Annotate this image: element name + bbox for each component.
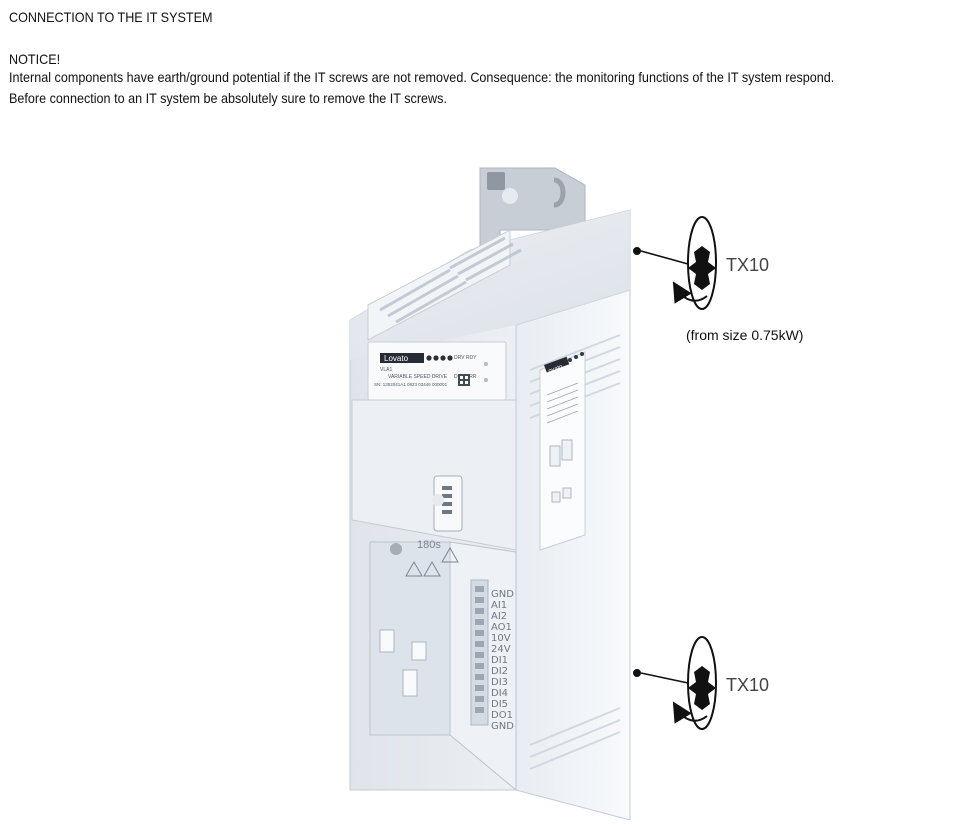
front-label-panel: Lovato DRV RDY DRV ERR VLA1 VARIABLE SPE…	[367, 341, 507, 401]
terminal-label: DI4	[491, 688, 508, 699]
terminal-label: 10V	[491, 633, 511, 644]
notice-text-line-1: Internal components have earth/ground po…	[9, 69, 835, 85]
terminal-label: DI5	[491, 699, 508, 710]
screw-bottom-label: TX10	[726, 675, 769, 695]
terminal-label: DO1	[491, 710, 513, 721]
it-screw-bottom: TX10	[633, 636, 769, 730]
notice-label: NOTICE!	[9, 51, 61, 67]
terminal-label: DI2	[491, 666, 508, 677]
terminal-label: GND	[491, 721, 514, 732]
terminal-label: GND	[491, 589, 514, 600]
size-note: (from size 0.75kW)	[686, 327, 803, 343]
terminal-label: DI1	[491, 655, 508, 666]
front-cutout	[351, 399, 517, 551]
terminal-label: AI2	[491, 611, 507, 622]
front-label-line-3: SN: 1352041A1 0823 03446 000001	[374, 382, 448, 387]
front-label-line-2: VARIABLE SPEED DRIVE	[388, 374, 448, 380]
drive-illustration: Lovato DRV RDY DRV ERR VLA1 VARIABLE SPE…	[330, 160, 810, 820]
side-label-panel: Lovato	[539, 351, 586, 551]
screw-top-label: TX10	[726, 255, 769, 275]
it-screw-top: TX10	[633, 216, 769, 310]
notice-text-line-2: Before connection to an IT system be abs…	[9, 90, 447, 106]
terminal-label: DI3	[491, 677, 508, 688]
terminal-label: AO1	[491, 622, 512, 633]
front-label-line-1: VLA1	[380, 367, 392, 373]
front-status-1: DRV RDY	[454, 355, 477, 361]
front-brand: Lovato	[384, 354, 409, 363]
timer-label: 180s	[417, 539, 441, 551]
terminal-strip: GND AI1 AI2 AO1 10V 24V DI1 DI2 DI3 DI4 …	[470, 579, 514, 732]
drive-illustration-svg: Lovato DRV RDY DRV ERR VLA1 VARIABLE SPE…	[349, 167, 803, 820]
terminal-label: AI1	[491, 600, 507, 611]
page-title: CONNECTION TO THE IT SYSTEM	[9, 9, 213, 25]
terminal-label: 24V	[491, 644, 511, 655]
